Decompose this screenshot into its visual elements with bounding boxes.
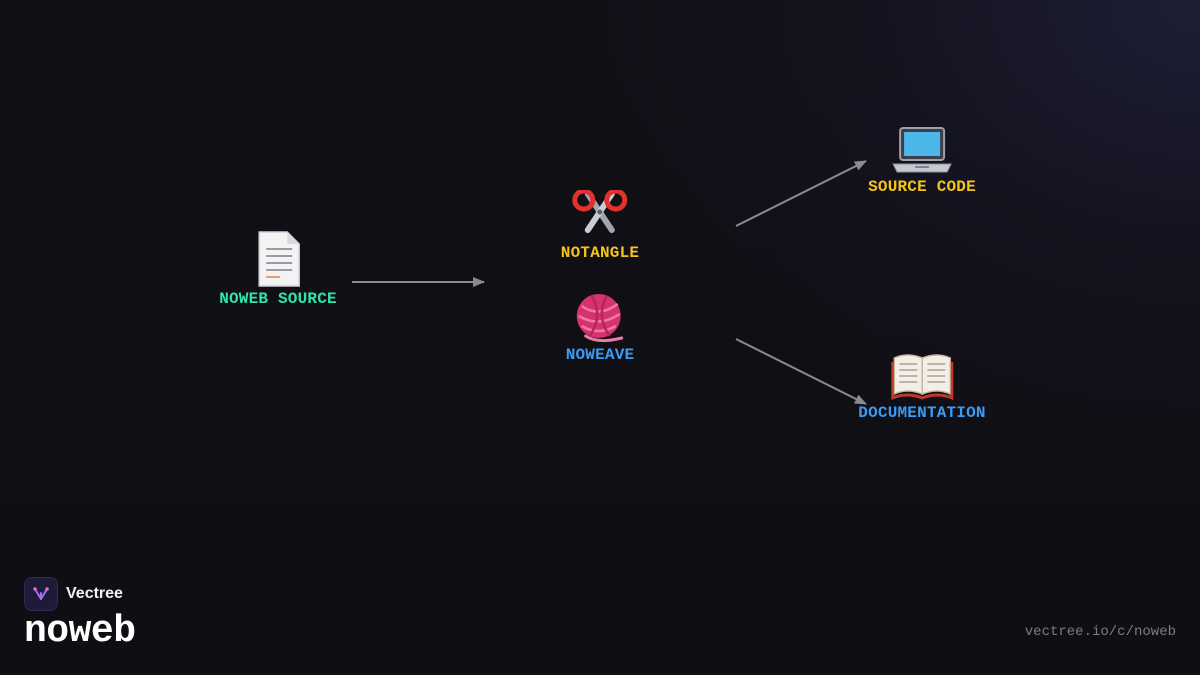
- arrow-noweave-to-documentation: [735, 338, 867, 405]
- brand-name: Vectree: [66, 585, 123, 602]
- book-icon: [890, 354, 953, 401]
- laptop-icon: [892, 127, 952, 173]
- node-label-noweb-source: NOWEB SOURCE: [219, 290, 337, 308]
- node-noweb-source: NOWEB SOURCE: [219, 230, 337, 308]
- node-label-notangle: NOTANGLE: [560, 244, 640, 262]
- node-label-documentation: DOCUMENTATION: [858, 404, 986, 422]
- scissors-icon: [572, 190, 628, 233]
- brand: Vectree: [24, 577, 123, 611]
- node-label-source-code: SOURCE CODE: [868, 178, 976, 196]
- node-documentation: DOCUMENTATION: [858, 346, 986, 422]
- arrow-notangle-to-source-code: [735, 160, 867, 227]
- document-icon: [258, 231, 300, 287]
- yarn-icon: [577, 294, 624, 343]
- node-source-code: SOURCE CODE: [868, 122, 976, 196]
- page-title: noweb: [24, 610, 136, 653]
- page-url: vectree.io/c/noweb: [1024, 624, 1176, 640]
- node-label-noweave: NOWEAVE: [565, 346, 635, 364]
- node-noweave: NOWEAVE: [566, 292, 635, 364]
- node-notangle: NOTANGLE: [561, 190, 639, 262]
- vectree-logo-icon: [24, 577, 58, 611]
